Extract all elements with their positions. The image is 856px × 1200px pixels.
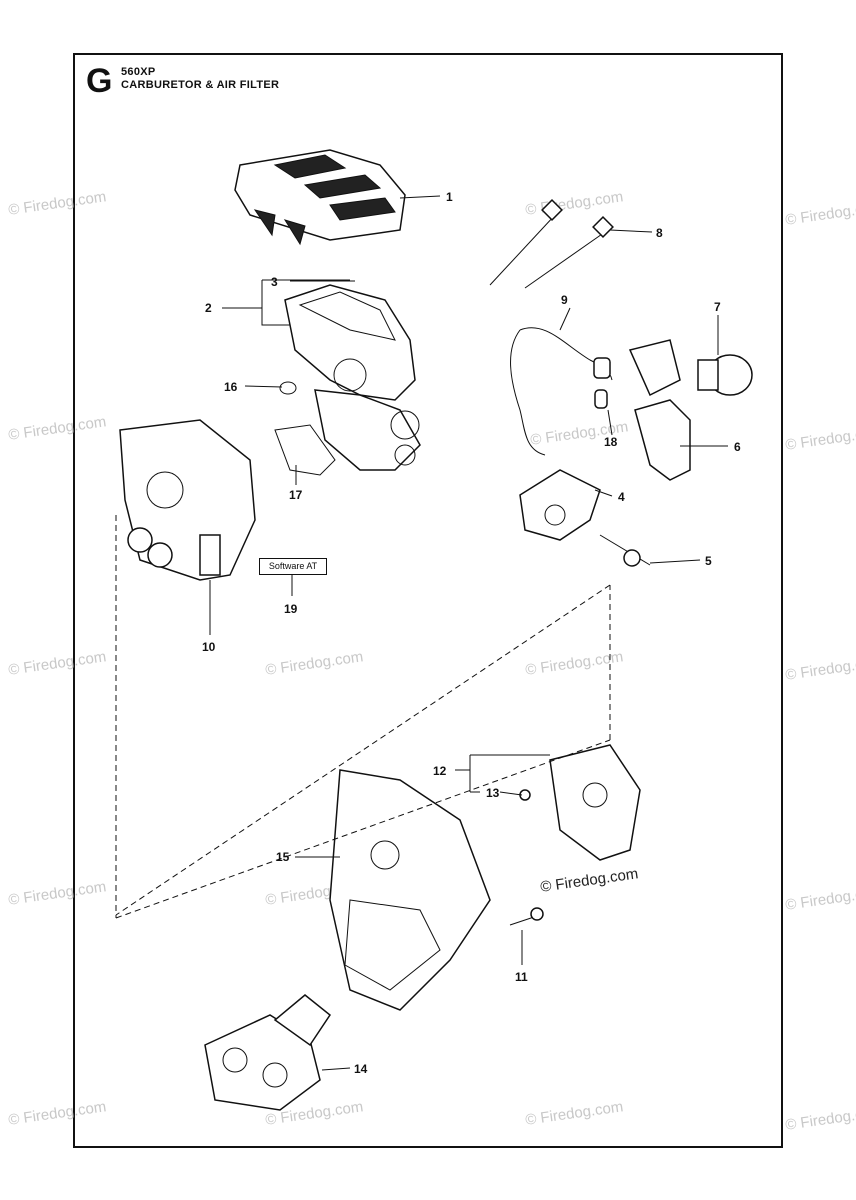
part-intake-bracket <box>519 744 641 861</box>
part-carburetor-cover <box>329 769 491 1011</box>
callout-3: 3 <box>271 275 278 289</box>
part-air-filter-cover <box>234 149 406 246</box>
part-gasket <box>274 424 336 476</box>
model-number: 560XP <box>121 66 156 78</box>
callout-7: 7 <box>714 300 721 314</box>
callout-17: 17 <box>289 488 303 502</box>
callout-11: 11 <box>515 970 528 984</box>
section-letter: G <box>86 62 113 100</box>
assembly-dashed-lines <box>115 515 611 919</box>
callout-12: 12 <box>433 764 447 778</box>
callout-2: 2 <box>205 301 212 315</box>
part-intake-manifold <box>204 994 332 1111</box>
software-note-box: Software AT <box>259 558 327 575</box>
callout-18: 18 <box>604 435 618 449</box>
callout-8: 8 <box>656 226 663 240</box>
callout-16: 16 <box>224 380 238 394</box>
leader-lines <box>209 195 728 1071</box>
diagram-title: CARBURETOR & AIR FILTER <box>121 79 280 91</box>
callout-4: 4 <box>618 490 625 504</box>
callout-14: 14 <box>354 1062 368 1076</box>
part-choke-control <box>519 469 601 541</box>
part-filter-holder <box>284 284 421 471</box>
part-bolts <box>489 199 614 289</box>
part-screw <box>509 907 544 926</box>
part-primer-bulb <box>628 339 753 397</box>
part-bracket <box>634 399 691 481</box>
callout-9: 9 <box>561 293 568 307</box>
diagram-sheet-border <box>73 53 783 1148</box>
part-carburetor <box>119 419 256 581</box>
callout-6: 6 <box>734 440 741 454</box>
part-pin <box>599 534 651 567</box>
callout-15: 15 <box>276 850 290 864</box>
callout-5: 5 <box>705 554 712 568</box>
callout-10: 10 <box>202 640 216 654</box>
part-o-ring <box>279 381 297 395</box>
callout-13: 13 <box>486 786 500 800</box>
callout-1: 1 <box>446 190 453 204</box>
part-fuel-hose <box>510 327 613 456</box>
callout-19: 19 <box>284 602 298 616</box>
